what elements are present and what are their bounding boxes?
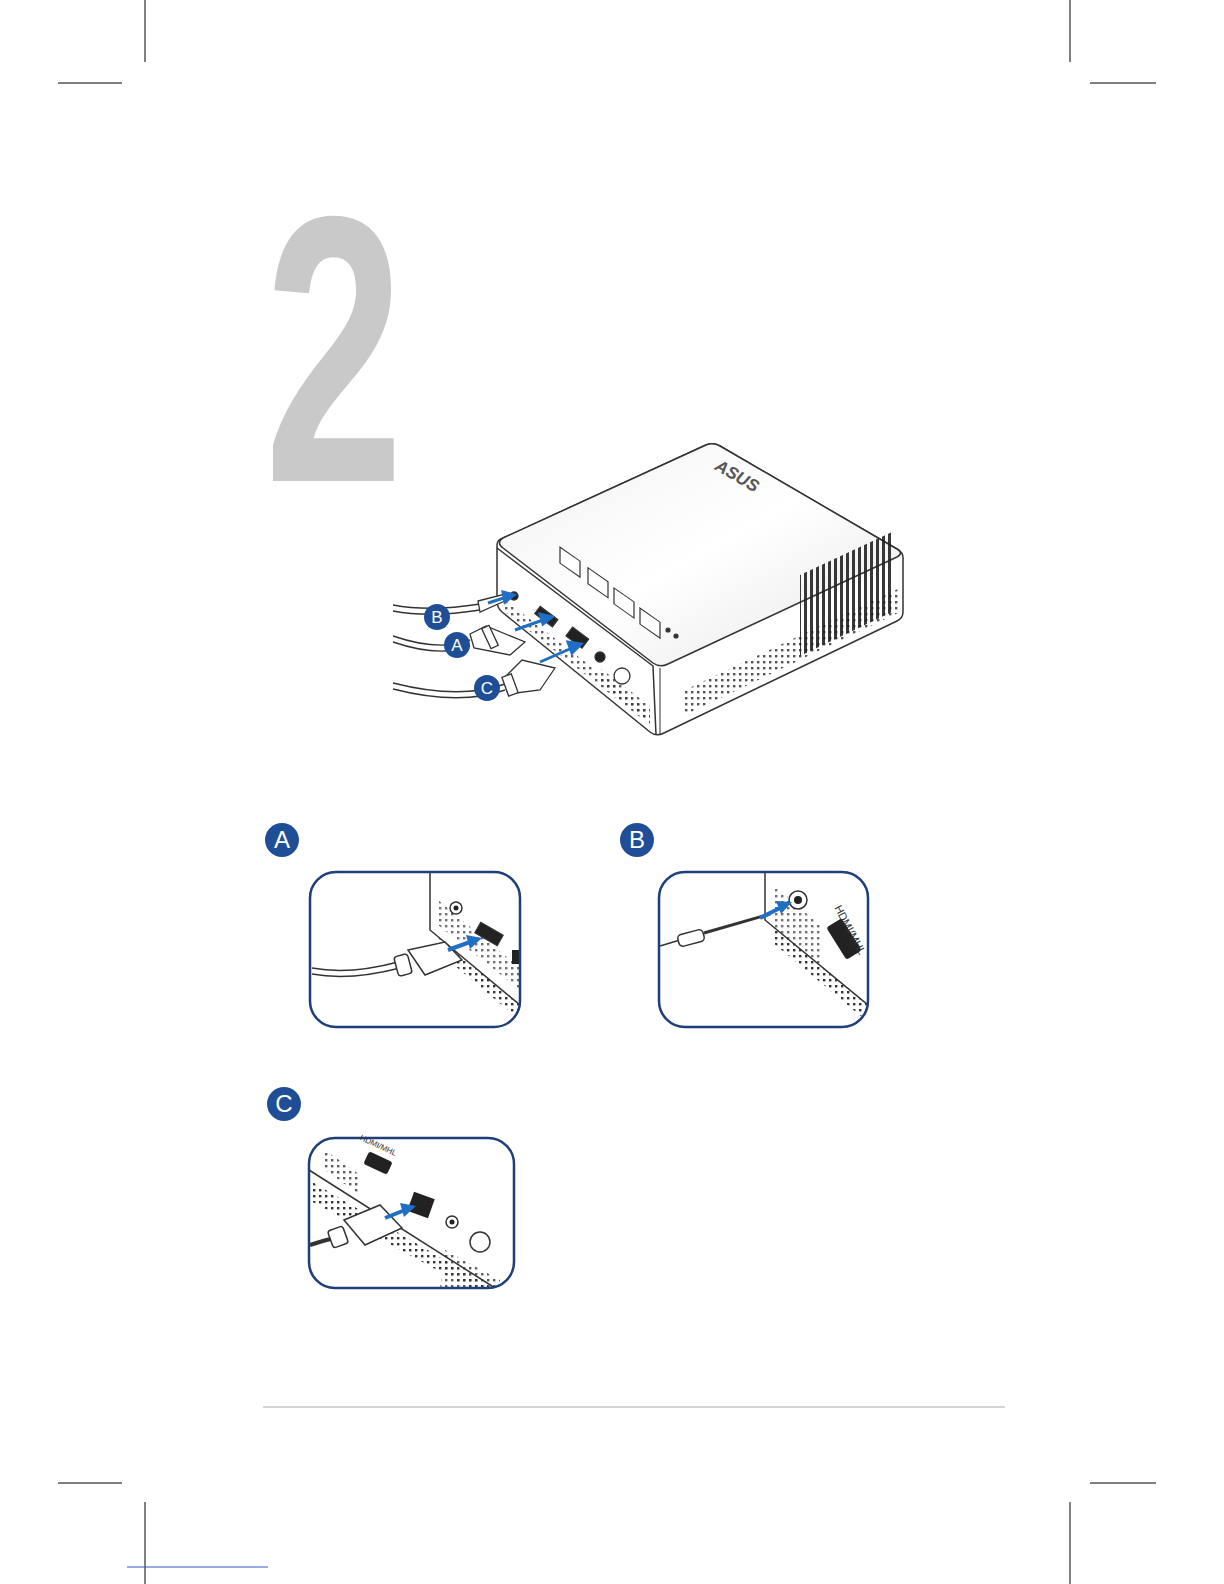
callout-letter: B [424,604,450,630]
chapter-number: 2 [264,160,403,540]
inset-a [312,872,520,1020]
edge-line [127,1567,268,1568]
callout-letter: A [265,823,299,857]
vent-bars [800,532,892,656]
buttons [560,547,678,638]
callout-letter: A [444,632,470,658]
inset-frame [309,1138,514,1288]
inset-frame [659,872,868,1027]
inset-c [309,1138,514,1288]
arrows [488,592,581,662]
inset-b [660,872,868,1022]
projector-body [497,444,903,735]
callout-letter: C [474,675,500,701]
vent [600,668,650,722]
callout-letter: C [267,1087,301,1121]
inset-frame [310,872,520,1027]
callout-letter: B [620,823,654,857]
crop-marks [58,0,1156,1584]
footer-rule [263,1406,1005,1408]
